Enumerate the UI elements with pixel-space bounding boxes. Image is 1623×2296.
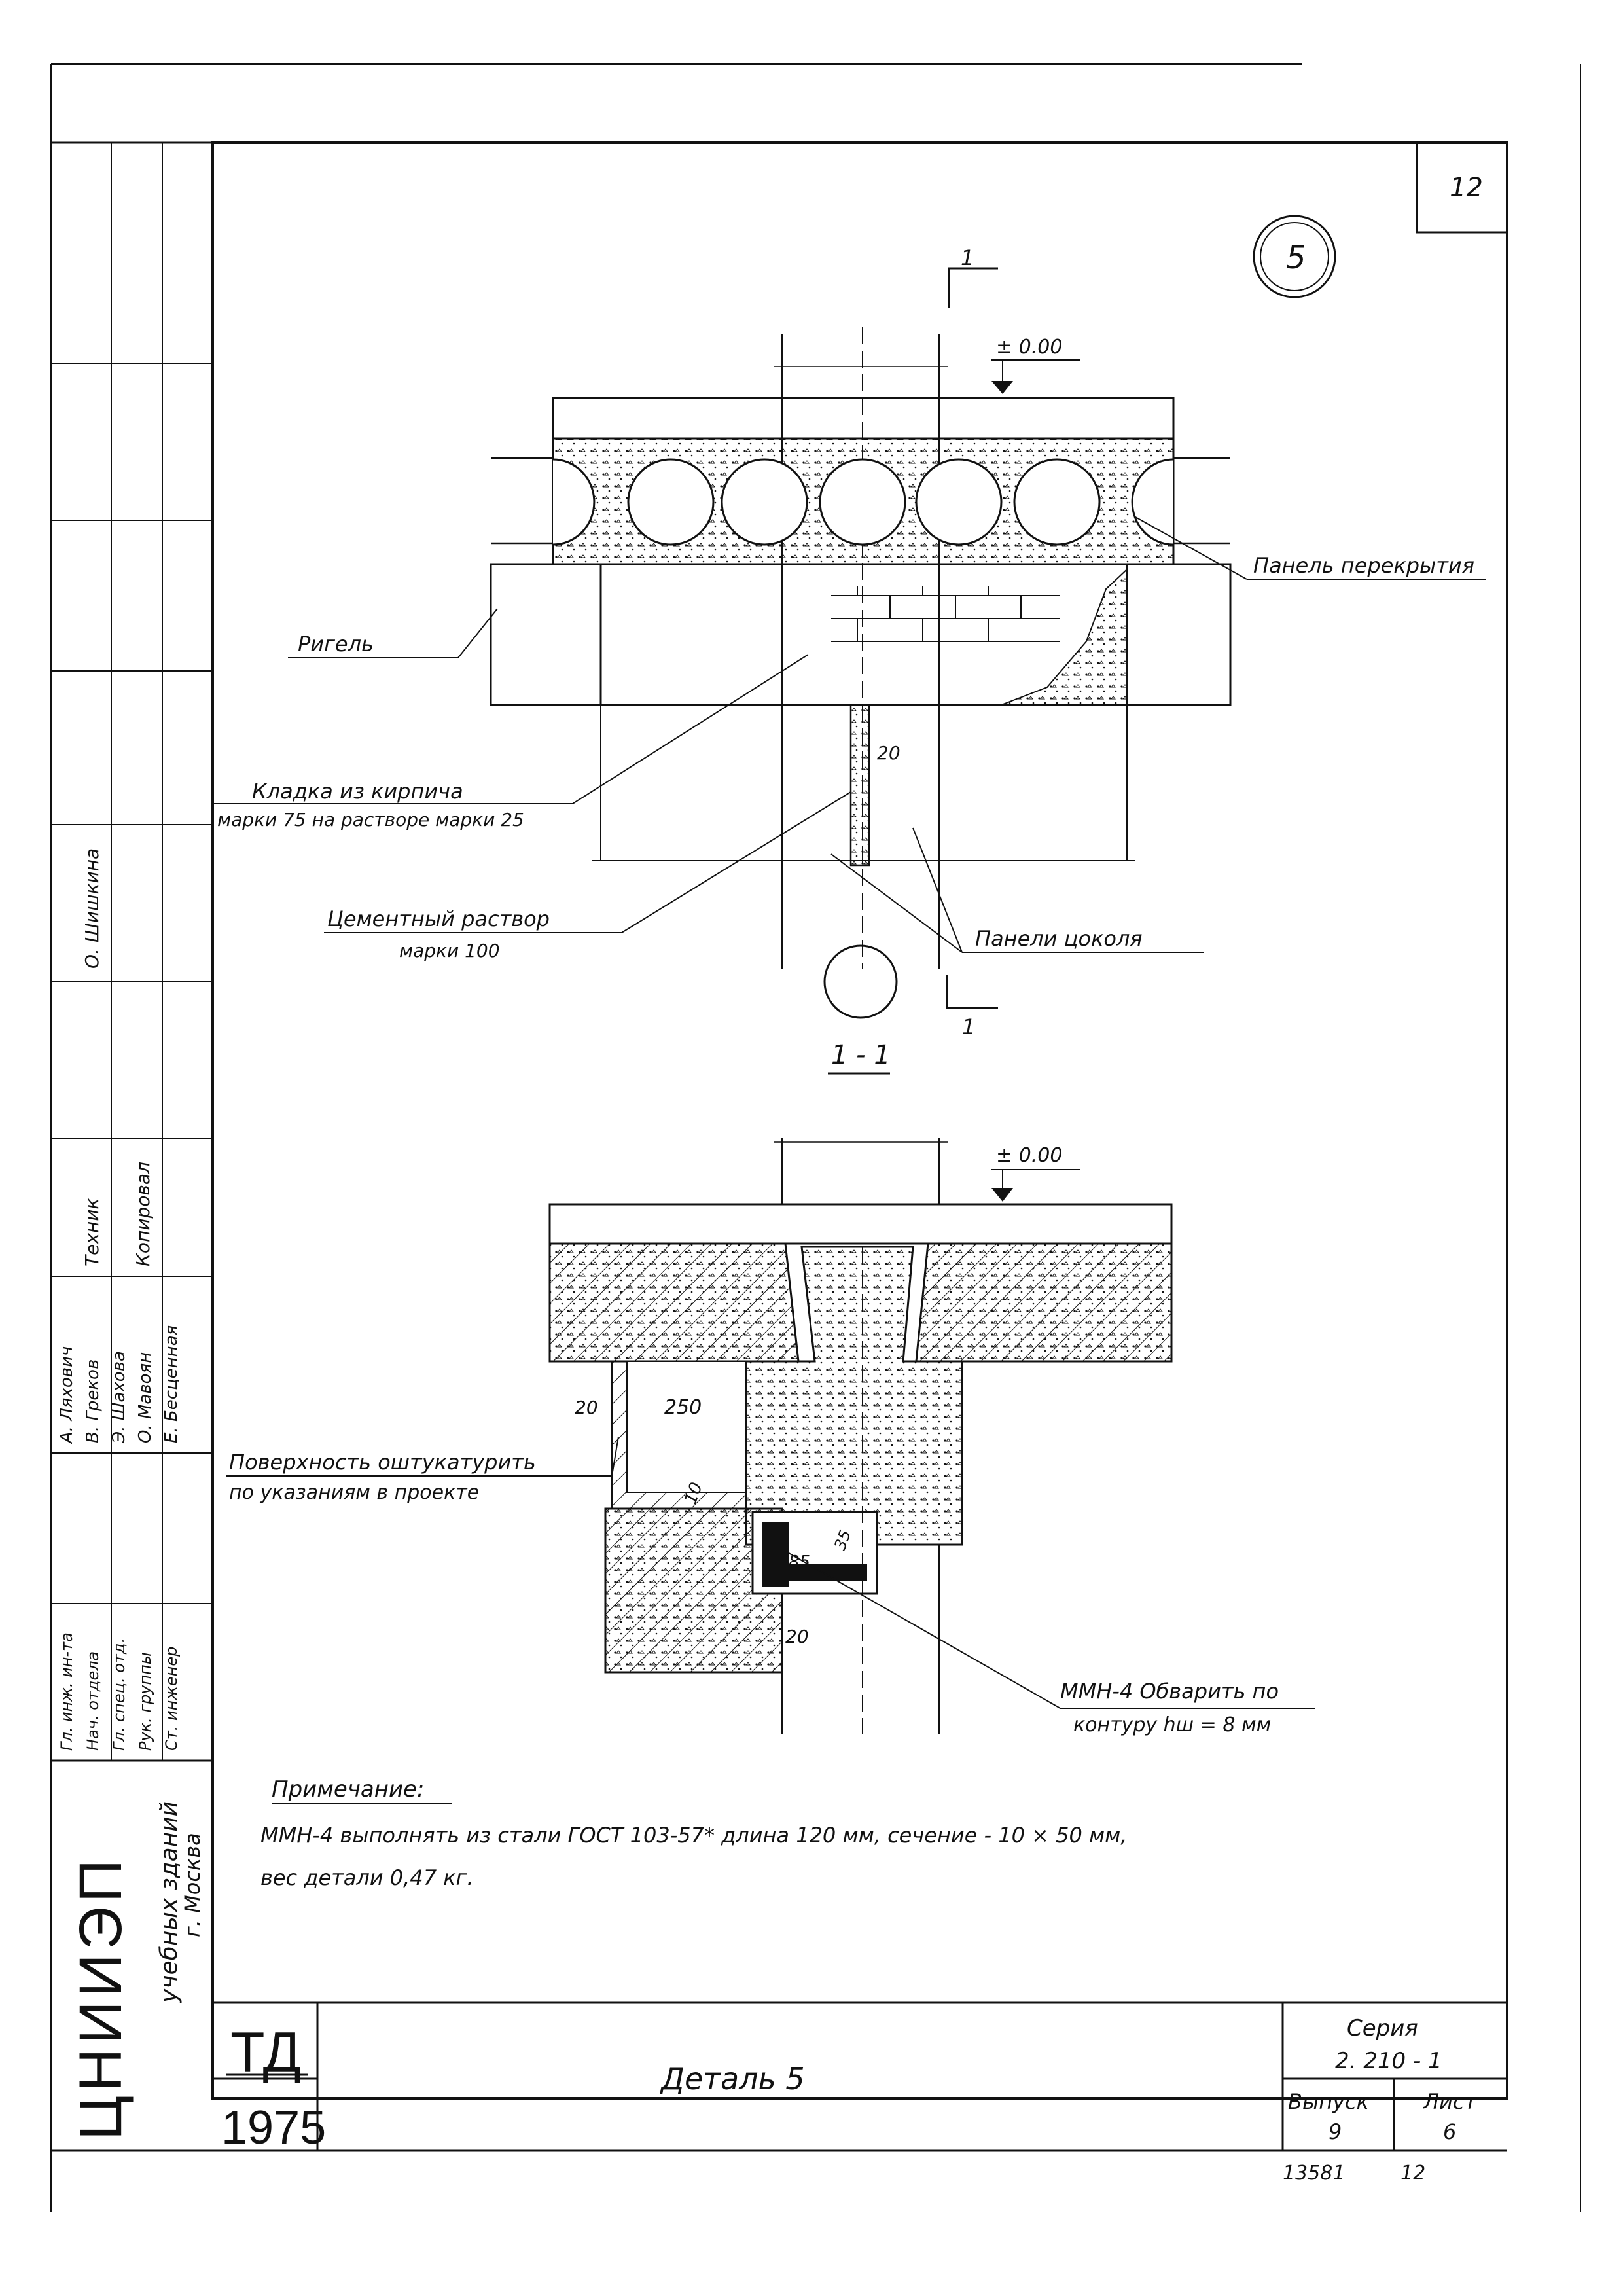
detail-marker: 5 — [1253, 215, 1336, 298]
title-block: ТД 1975 Деталь 5 Серия 2. 210 - 1 Выпуск… — [213, 2001, 1507, 2185]
tech-role: Техник — [81, 1198, 103, 1266]
sheet-number-box: 12 — [1416, 143, 1507, 234]
organization-subtitle: учебных зданий — [156, 1801, 183, 2003]
sheet-label: Лист — [1423, 2089, 1477, 2114]
name-4: Е. Бесценная — [162, 1325, 181, 1443]
note-block: Примечание: ММН-4 выполнять из стали ГОС… — [260, 1776, 1127, 1890]
label-plinth: Панели цоколя — [975, 926, 1143, 951]
series-label: Серия — [1347, 2015, 1418, 2041]
dim-20-plan: 20 — [877, 742, 901, 764]
detail-marker-number: 5 — [1286, 240, 1306, 276]
section-title: 1 - 1 — [831, 1040, 891, 1070]
label-plaster-2: по указаниям в проекте — [229, 1481, 479, 1504]
note-line-1: ММН-4 выполнять из стали ГОСТ 103-57* дл… — [260, 1823, 1127, 1848]
name-0: А. Ляхович — [57, 1346, 77, 1444]
label-mortar-2: марки 100 — [399, 940, 500, 961]
section-mark-top: 1 — [961, 245, 974, 270]
dim-250: 250 — [664, 1396, 702, 1419]
label-mortar-1: Цементный раствор — [327, 906, 550, 931]
dim-20a: 20 — [575, 1397, 598, 1418]
role-0: Гл. инж. ин-та — [58, 1632, 76, 1751]
label-weld-1: ММН-4 Обварить по — [1060, 1679, 1279, 1704]
copy-name: О. Шишкина — [81, 848, 103, 969]
role-1: Нач. отдела — [84, 1651, 102, 1751]
archive-page: 12 — [1400, 2162, 1425, 2185]
elevation-plan: ± 0.00 — [996, 336, 1062, 359]
sheet-number-top: 12 — [1450, 173, 1483, 203]
sheet-value: 6 — [1443, 2119, 1456, 2144]
label-masonry-2: марки 75 на растворе марки 25 — [217, 809, 524, 831]
stamp-td: ТД — [230, 2021, 301, 2084]
organization-name: ЦНИИЭП — [67, 1856, 134, 2140]
note-heading: Примечание: — [272, 1776, 424, 1803]
organization-city: г. Москва — [180, 1833, 205, 1937]
name-2: Э. Шахова — [109, 1351, 129, 1444]
label-girder: Ригель — [298, 632, 374, 656]
issue-value: 9 — [1329, 2119, 1342, 2144]
copy-role: Копировал — [132, 1162, 154, 1266]
archive-number: 13581 — [1283, 2162, 1345, 2185]
section-view: 1 - 1 ± 0.00 20 250 10 — [226, 1040, 1315, 1736]
role-4: Ст. инженер — [162, 1647, 181, 1751]
role-2: Гл. спец. отд. — [110, 1638, 128, 1751]
label-plaster-1: Поверхность оштукатурить — [229, 1450, 536, 1475]
label-weld-2: контуру hш = 8 мм — [1073, 1713, 1271, 1736]
plan-view: 1 ± 0.00 — [213, 245, 1486, 1039]
note-line-2: вес детали 0,47 кг. — [260, 1865, 474, 1890]
name-1: В. Греков — [83, 1359, 103, 1443]
sheet-frame — [50, 63, 1581, 2212]
dim-20b: 20 — [785, 1626, 809, 1647]
elevation-section: ± 0.00 — [996, 1144, 1062, 1167]
sheet-title: Деталь 5 — [660, 2061, 805, 2096]
signature-strip: О. Шишкина Техник Копировал А. Ляхович В… — [51, 143, 213, 2140]
series-value: 2. 210 - 1 — [1335, 2048, 1442, 2074]
issue-label: Выпуск — [1288, 2089, 1370, 2114]
role-3: Рук. группы — [136, 1652, 154, 1751]
label-panel: Панель перекрытия — [1253, 553, 1474, 578]
brick-masonry — [831, 586, 1060, 642]
hollow-cores — [552, 458, 1174, 546]
section-mark-bottom: 1 — [962, 1014, 975, 1039]
label-masonry-1: Кладка из кирпича — [252, 779, 463, 804]
stamp-year: 1975 — [221, 2102, 326, 2154]
name-3: О. Мавоян — [135, 1352, 155, 1443]
